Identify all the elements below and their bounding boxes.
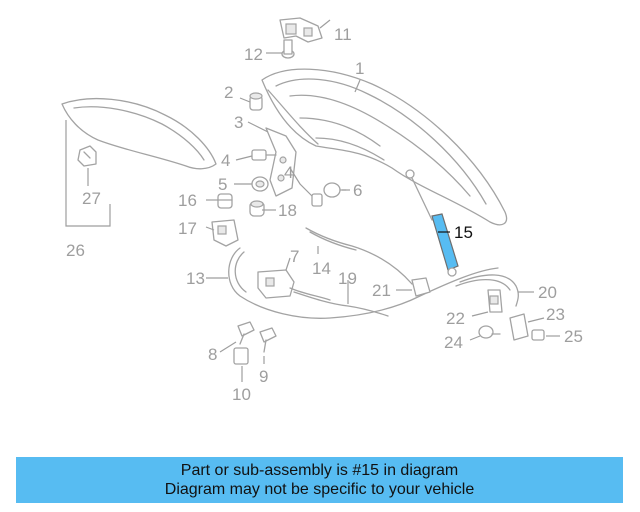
cable-20	[455, 274, 519, 307]
callout-15: 15	[454, 223, 473, 242]
callout-8: 8	[208, 345, 217, 364]
hinge-bolt	[281, 39, 295, 59]
callout-2: 2	[224, 83, 233, 102]
bracket-bolt-5	[251, 176, 269, 192]
callout-9: 9	[259, 367, 268, 386]
callout-1: 1	[355, 59, 364, 78]
callout-20: 20	[538, 283, 557, 302]
bracket-23	[509, 313, 529, 341]
callout-17: 17	[178, 219, 197, 238]
screw-9	[259, 327, 277, 353]
callout-27: 27	[82, 189, 101, 208]
callout-4b: 4	[284, 163, 293, 182]
bracket-bolt-4a	[251, 149, 277, 161]
callout-14: 14	[312, 259, 331, 278]
support-21	[411, 277, 431, 297]
hood-lock-7	[257, 269, 295, 299]
callout-16: 16	[178, 191, 197, 210]
callout-21: 21	[372, 281, 391, 300]
part-16	[217, 193, 233, 209]
stopper-18	[249, 200, 265, 217]
parts-diagram: 1 2 3 4 4 5 6 7 8 9 10 11 12 13 14 15 16…	[61, 17, 583, 404]
cable-14	[305, 227, 413, 285]
clip-10	[233, 347, 249, 365]
bolt-24	[478, 325, 501, 339]
callout-6: 6	[353, 181, 362, 200]
screw-8	[237, 321, 255, 345]
callout-25: 25	[564, 327, 583, 346]
bolt-4b	[311, 193, 323, 207]
banner-line-2: Diagram may not be specific to your vehi…	[164, 481, 475, 498]
info-banner: Part or sub-assembly is #15 in diagram D…	[16, 457, 623, 503]
hood-insulator-pad	[61, 97, 217, 170]
release-cable-19	[289, 287, 389, 317]
striker-22	[487, 289, 503, 313]
callout-11: 11	[334, 25, 352, 44]
hood-hinge	[279, 17, 323, 43]
banner-line-1: Part or sub-assembly is #15 in diagram	[180, 462, 459, 479]
callout-12: 12	[244, 45, 263, 64]
callout-23: 23	[546, 305, 565, 324]
nut-25	[531, 329, 545, 341]
hinge-bracket	[265, 127, 297, 197]
hood-bumper	[249, 92, 263, 111]
callout-18: 18	[278, 201, 297, 220]
leader-lines	[205, 19, 560, 382]
callout-19: 19	[338, 269, 357, 288]
callout-5: 5	[218, 175, 227, 194]
callout-13: 13	[186, 269, 205, 288]
pad-clip	[77, 145, 97, 167]
callout-26: 26	[66, 241, 85, 260]
callout-22: 22	[446, 309, 465, 328]
release-cable-13	[228, 247, 499, 319]
callout-7: 7	[290, 247, 299, 266]
callout-10: 10	[232, 385, 251, 404]
hood-panel	[261, 68, 508, 226]
hood-support-strut	[405, 169, 459, 277]
callout-4a: 4	[221, 151, 230, 170]
callout-24: 24	[444, 333, 463, 352]
callout-labels: 1 2 3 4 4 5 6 7 8 9 10 11 12 13 14 15 16…	[66, 25, 583, 404]
bracket-17	[211, 219, 239, 247]
callout-3: 3	[234, 113, 243, 132]
